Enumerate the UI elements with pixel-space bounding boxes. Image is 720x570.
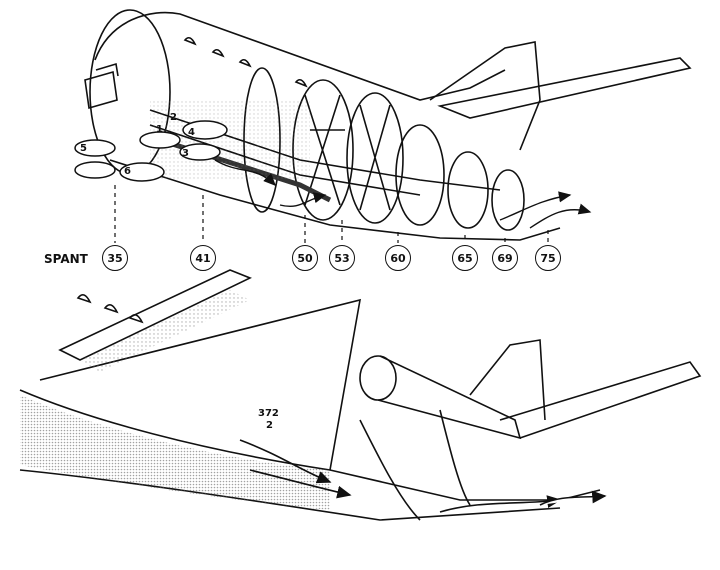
frame-marker-69: 69 [492, 245, 518, 271]
bulkhead-53 [346, 92, 404, 224]
frame-marker-60: 60 [385, 245, 411, 271]
ring-label-2: 2 [170, 112, 177, 123]
callout-372: 372 [258, 408, 279, 419]
frame-marker-75: 75 [535, 245, 561, 271]
ring-label-1: 1 [156, 124, 163, 135]
frame-marker-35: 35 [102, 245, 128, 271]
wing-shading [80, 290, 250, 372]
callout-2: 2 [266, 420, 273, 431]
ring-label-6: 6 [124, 166, 131, 177]
lower-fuselage-shading [20, 395, 330, 510]
upper-ring-parts [74, 120, 228, 182]
frame-marker-53: 53 [329, 245, 355, 271]
frame-marker-41: 41 [190, 245, 216, 271]
upper-airflow-arrows [214, 159, 592, 229]
upper-fuselage-cutaway [84, 9, 692, 241]
ring-label-5: 5 [80, 143, 87, 154]
lower-airflow-arrows [239, 439, 607, 513]
frame-marker-50: 50 [292, 245, 318, 271]
lower-wing-nacelle [19, 269, 702, 521]
frame-marker-65: 65 [452, 245, 478, 271]
ring-label-4: 4 [188, 127, 195, 138]
marker-leader-lines [114, 185, 549, 243]
ring-label-3: 3 [182, 148, 189, 159]
spant-label: SPANT [44, 252, 88, 266]
